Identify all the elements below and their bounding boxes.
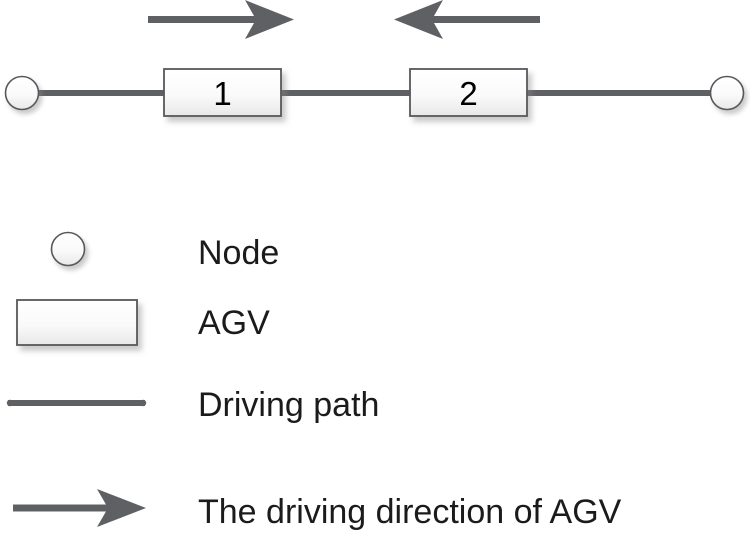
legend-label-node: Node <box>198 234 280 272</box>
node-left[interactable] <box>4 75 40 111</box>
path-segment-1 <box>28 89 172 97</box>
direction-arrow-left-icon <box>394 0 540 39</box>
legend-label-driving-path: Driving path <box>198 386 380 424</box>
agv-box-1-label: 1 <box>213 75 232 112</box>
legend-label-agv: AGV <box>198 304 270 342</box>
legend-label-driving-direction: The driving direction of AGV <box>198 493 622 531</box>
agv-box-1[interactable] <box>163 68 282 117</box>
path-segment-3 <box>520 89 718 97</box>
legend-node-icon <box>50 231 86 267</box>
direction-arrow-right-icon <box>148 0 294 39</box>
path-segment-2 <box>276 89 420 97</box>
legend-driving-path-icon <box>6 399 147 407</box>
agv-box-2[interactable] <box>409 68 528 117</box>
node-right[interactable] <box>709 75 745 111</box>
legend-agv-icon <box>16 299 138 346</box>
legend-driving-direction-icon <box>13 489 146 527</box>
agv-box-2-label: 2 <box>459 75 478 112</box>
